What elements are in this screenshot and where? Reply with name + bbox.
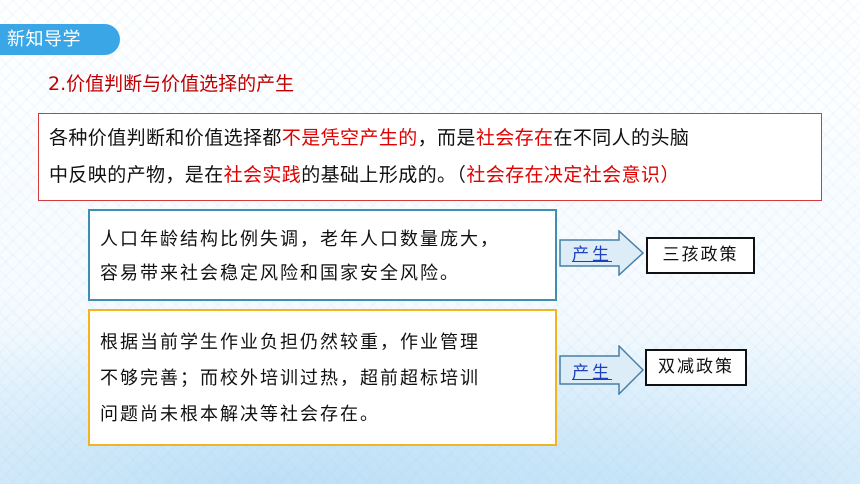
principle-text: 各种价值判断和价值选择都: [49, 127, 282, 149]
example-box-aging: 人口年龄结构比例失调，老年人口数量庞大， 容易带来社会稳定风险和国家安全风险。: [88, 209, 557, 301]
example-line: 容易带来社会稳定风险和国家安全风险。: [100, 263, 460, 284]
principle-text: 中反映的产物，是在: [49, 164, 224, 186]
principle-highlight: 社会存在: [475, 127, 554, 149]
principle-line-1: 各种价值判断和价值选择都不是凭空产生的，而是社会存在在不同人的头脑: [49, 120, 811, 157]
arrow-right-icon: [559, 230, 645, 276]
example-line: 人口年龄结构比例失调，老年人口数量庞大，: [100, 229, 500, 250]
example-line: 根据当前学生作业负担仍然较重，作业管理: [100, 332, 480, 353]
arrow-right-icon: [559, 345, 645, 395]
principle-text: 在不同人的头脑: [553, 127, 690, 149]
principle-highlight: 社会存在决定社会意识: [466, 164, 661, 186]
example-box-homework: 根据当前学生作业负担仍然较重，作业管理 不够完善；而校外培训过热，超前超标培训 …: [88, 309, 557, 446]
example-line: 问题尚未根本解决等社会存在。: [100, 404, 380, 425]
principle-text: ，而是: [417, 127, 476, 149]
section-tag: 新知导学: [0, 24, 120, 55]
arrow-label-produce: 产生: [572, 245, 612, 265]
principle-highlight: 不是凭空产生的: [281, 127, 418, 149]
principle-text: 的基础上形成的。（: [301, 164, 467, 186]
subtitle: 2.价值判断与价值选择的产生: [48, 73, 295, 95]
arrow-label-produce: 产生: [572, 363, 612, 383]
principle-box: 各种价值判断和价值选择都不是凭空产生的，而是社会存在在不同人的头脑 中反映的产物…: [38, 113, 822, 201]
policy-box-three-child: 三孩政策: [646, 237, 755, 274]
principle-text: ）: [660, 164, 680, 186]
policy-box-double-reduction: 双减政策: [645, 349, 747, 386]
principle-highlight: 社会实践: [223, 164, 302, 186]
example-line: 不够完善；而校外培训过热，超前超标培训: [100, 368, 480, 389]
principle-line-2: 中反映的产物，是在社会实践的基础上形成的。（社会存在决定社会意识）: [49, 157, 811, 194]
